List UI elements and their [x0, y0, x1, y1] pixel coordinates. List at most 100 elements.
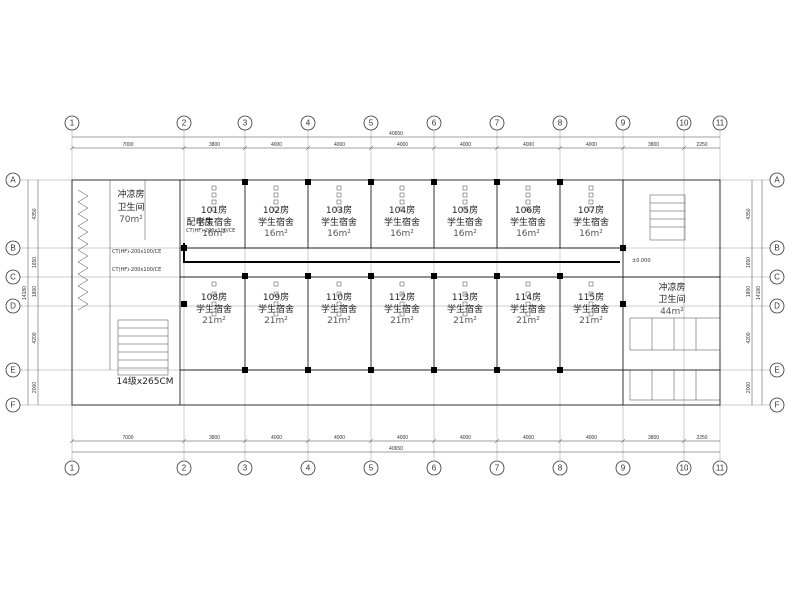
axis-left-E-label: E	[10, 366, 15, 375]
room-area-north-0: 16m²	[202, 229, 226, 239]
axis-bottom-9-label: 9	[621, 464, 626, 473]
bed-fixture	[273, 192, 279, 198]
bay-dimension: 3800	[209, 142, 220, 148]
axis-right-D-label: D	[774, 302, 780, 311]
bed-fixture	[399, 281, 405, 287]
bay-dimension: 4000	[523, 435, 534, 441]
room-number-north-3: 104房	[389, 204, 415, 216]
bed-fixture	[588, 291, 594, 297]
bed-fixture	[399, 206, 405, 212]
room-use-south-0: 学生宿舍	[196, 303, 232, 315]
dimension-tick	[494, 145, 500, 151]
room-area-north-4: 16m²	[453, 229, 477, 239]
dimension-tick	[69, 438, 75, 444]
bed-fixture	[336, 301, 342, 307]
axis-bottom-7-label: 7	[495, 464, 500, 473]
bed-fixture	[273, 206, 279, 212]
west-wash-line1: 冲凉房	[117, 188, 144, 200]
bay-dimension: 4000	[397, 142, 408, 148]
total-depth-left: 14180	[22, 286, 28, 300]
room-area-north-2: 16m²	[327, 229, 351, 239]
bed-fixture	[462, 206, 468, 212]
bed-fixture	[211, 199, 217, 205]
bed-fixture	[588, 199, 594, 205]
cable-label-1: CT(HF)-200x100/CE	[186, 228, 235, 234]
row-dimension-left: 4350	[32, 208, 38, 219]
axis-top-3-label: 3	[243, 119, 248, 128]
axis-left-A-label: A	[10, 176, 16, 185]
bay-dimension: 4000	[271, 142, 282, 148]
axis-right-F-label: F	[775, 401, 780, 410]
axis-top-10-circle	[676, 115, 692, 131]
bay-dimension: 3800	[209, 435, 220, 441]
columns	[181, 179, 626, 373]
dimension-tick	[431, 145, 437, 151]
cable-label-2: CT(HF)-200x100/CE	[112, 249, 161, 255]
bed-fixture	[211, 301, 217, 307]
bay-dimension: 4000	[334, 142, 345, 148]
bed-fixture	[525, 206, 531, 212]
room-use-south-5: 学生宿舍	[510, 303, 546, 315]
bed-fixture	[399, 301, 405, 307]
bed-fixture	[399, 311, 405, 317]
axis-top-8-circle	[552, 115, 568, 131]
row-dimension-right: 1650	[746, 257, 752, 268]
room-number-south-0: 108房	[201, 291, 227, 303]
bay-dimension: 7000	[122, 142, 133, 148]
row-dimension-right: 1800	[746, 286, 752, 297]
axis-bottom-5-label: 5	[369, 464, 374, 473]
dimension-tick	[69, 145, 75, 151]
west-wash-area: 70m²	[119, 215, 143, 225]
bed-fixture	[336, 206, 342, 212]
bay-dimension: 2250	[696, 435, 707, 441]
axis-top-7-label: 7	[495, 119, 500, 128]
dimension-tick	[620, 438, 626, 444]
axis-top-10-label: 10	[680, 119, 689, 128]
axis-bottom-5-circle	[363, 460, 379, 476]
axis-left-A-circle	[5, 172, 21, 188]
axis-top-8-label: 8	[558, 119, 563, 128]
axis-left-E-circle	[5, 362, 21, 378]
west-wash-line2: 卫生间	[117, 201, 144, 213]
row-dimension-right: 4200	[746, 332, 752, 343]
axis-top-3-circle	[237, 115, 253, 131]
axis-left-C-label: C	[10, 273, 16, 282]
dimension-tick	[681, 145, 687, 151]
room-number-north-6: 107房	[578, 204, 604, 216]
row-dimension-right: 2000	[746, 382, 752, 393]
room-number-north-1: 102房	[263, 204, 289, 216]
room-use-north-5: 学生宿舍	[510, 216, 546, 228]
axis-right-B-label: B	[774, 244, 779, 253]
elevation-mark: ±0.000	[632, 258, 651, 264]
bed-fixture	[525, 192, 531, 198]
bed-fixture	[399, 291, 405, 297]
dimension-tick	[557, 145, 563, 151]
bay-dimension: 4000	[397, 435, 408, 441]
axis-right-C-label: C	[774, 273, 780, 282]
room-number-south-5: 114房	[515, 291, 541, 303]
bay-dimension: 2250	[696, 142, 707, 148]
room-use-south-2: 学生宿舍	[321, 303, 357, 315]
room-area-south-2: 21m²	[327, 316, 351, 326]
axis-top-11-circle	[712, 115, 728, 131]
room-number-north-0: 101房	[201, 204, 227, 216]
axis-bottom-11-label: 11	[716, 464, 725, 473]
bed-fixture	[336, 199, 342, 205]
bed-fixture	[462, 281, 468, 287]
bed-fixture	[462, 301, 468, 307]
bed-fixture	[588, 301, 594, 307]
row-dimension-right: 4350	[746, 208, 752, 219]
bed-fixture	[336, 281, 342, 287]
axis-bottom-7-circle	[489, 460, 505, 476]
axis-bottom-10-circle	[676, 460, 692, 476]
dimension-tick	[681, 438, 687, 444]
axis-left-F-circle	[5, 397, 21, 413]
room-number-south-6: 115房	[578, 291, 604, 303]
dimension-tick	[242, 438, 248, 444]
axis-right-E-circle	[769, 362, 785, 378]
room-use-north-6: 学生宿舍	[573, 216, 609, 228]
overall-dimension-bottom: 40650	[389, 446, 403, 452]
